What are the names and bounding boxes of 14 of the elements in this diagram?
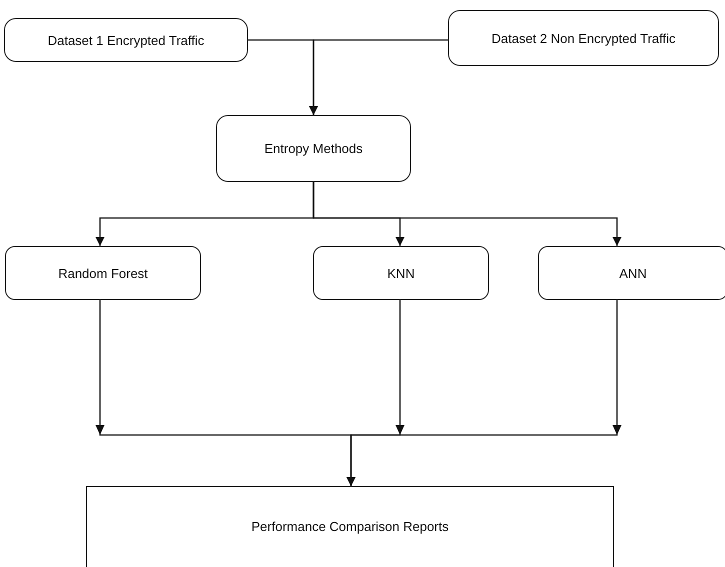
process-box (216, 115, 411, 182)
process-box (4, 18, 248, 62)
process-box (313, 246, 489, 300)
box-label: KNN (387, 266, 415, 280)
box-label: Dataset 2 Non Encrypted Traffic (491, 30, 676, 46)
box-label: Dataset 1 Encrypted Traffic (48, 32, 204, 48)
box-label: Performance Comparison Reports (251, 519, 449, 534)
process-box (538, 246, 725, 300)
process-box (448, 10, 719, 66)
box-label: Random Forest (58, 266, 148, 280)
box-label: ANN (619, 266, 647, 280)
process-box (5, 246, 201, 300)
report-box (86, 486, 614, 567)
box-label: Entropy Methods (264, 141, 363, 156)
